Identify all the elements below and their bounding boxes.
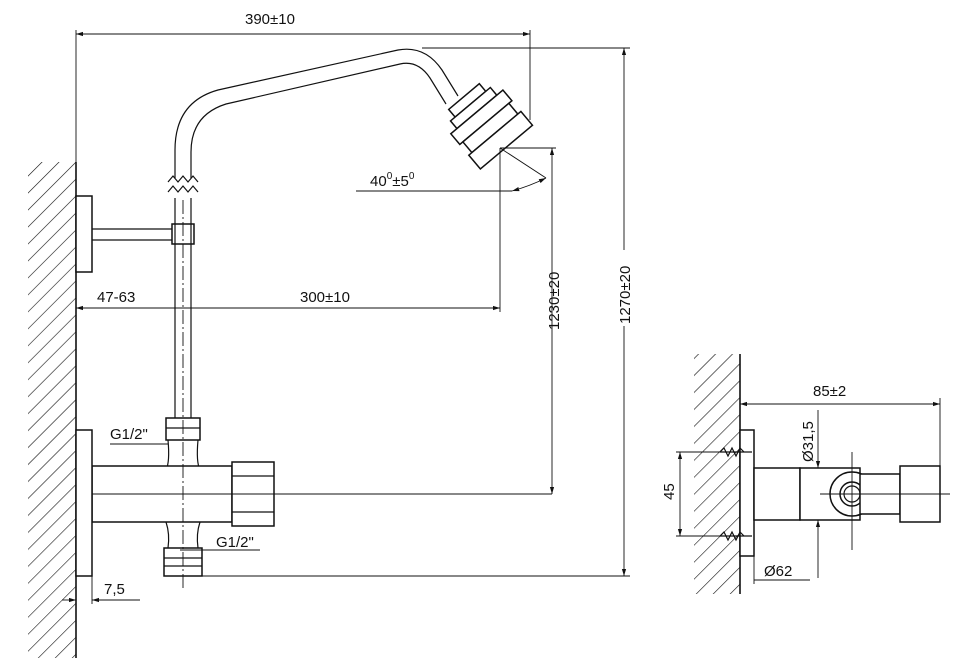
dim-height-total: 1270±20 — [617, 266, 634, 324]
dim-diameter-small: Ø31,5 — [800, 421, 817, 462]
break-symbol — [167, 175, 199, 183]
front-view: 400±50 390±10 47-63 300±10 — [28, 11, 636, 658]
dim-body-height: 45 — [661, 483, 678, 500]
wall-hatch-left — [28, 162, 76, 658]
dim-depth: 85±2 — [813, 383, 846, 400]
side-flange — [739, 429, 755, 557]
bracket-flange — [75, 195, 93, 273]
dim-height-head: 1230±20 — [546, 272, 563, 330]
dim-arm-reach: 390±10 — [245, 11, 295, 28]
mixer-wall-plate — [75, 429, 93, 577]
shower-arm — [174, 48, 459, 178]
thread-label-bottom: G1/2" — [216, 534, 254, 551]
thread-label-top: G1/2" — [110, 426, 148, 443]
side-body — [753, 467, 801, 521]
dim-head-offset: 300±10 — [300, 289, 350, 306]
side-view: 85±2 Ø31,5 45 Ø62 — [661, 354, 950, 594]
dim-wall-range: 47-63 — [97, 289, 135, 306]
dim-diameter-flange: Ø62 — [764, 563, 792, 580]
head-angle-label: 400±50 — [370, 171, 415, 190]
wall-hatch-right — [694, 354, 740, 594]
shower-head — [447, 82, 534, 171]
dim-wall-gap: 7,5 — [104, 581, 125, 598]
